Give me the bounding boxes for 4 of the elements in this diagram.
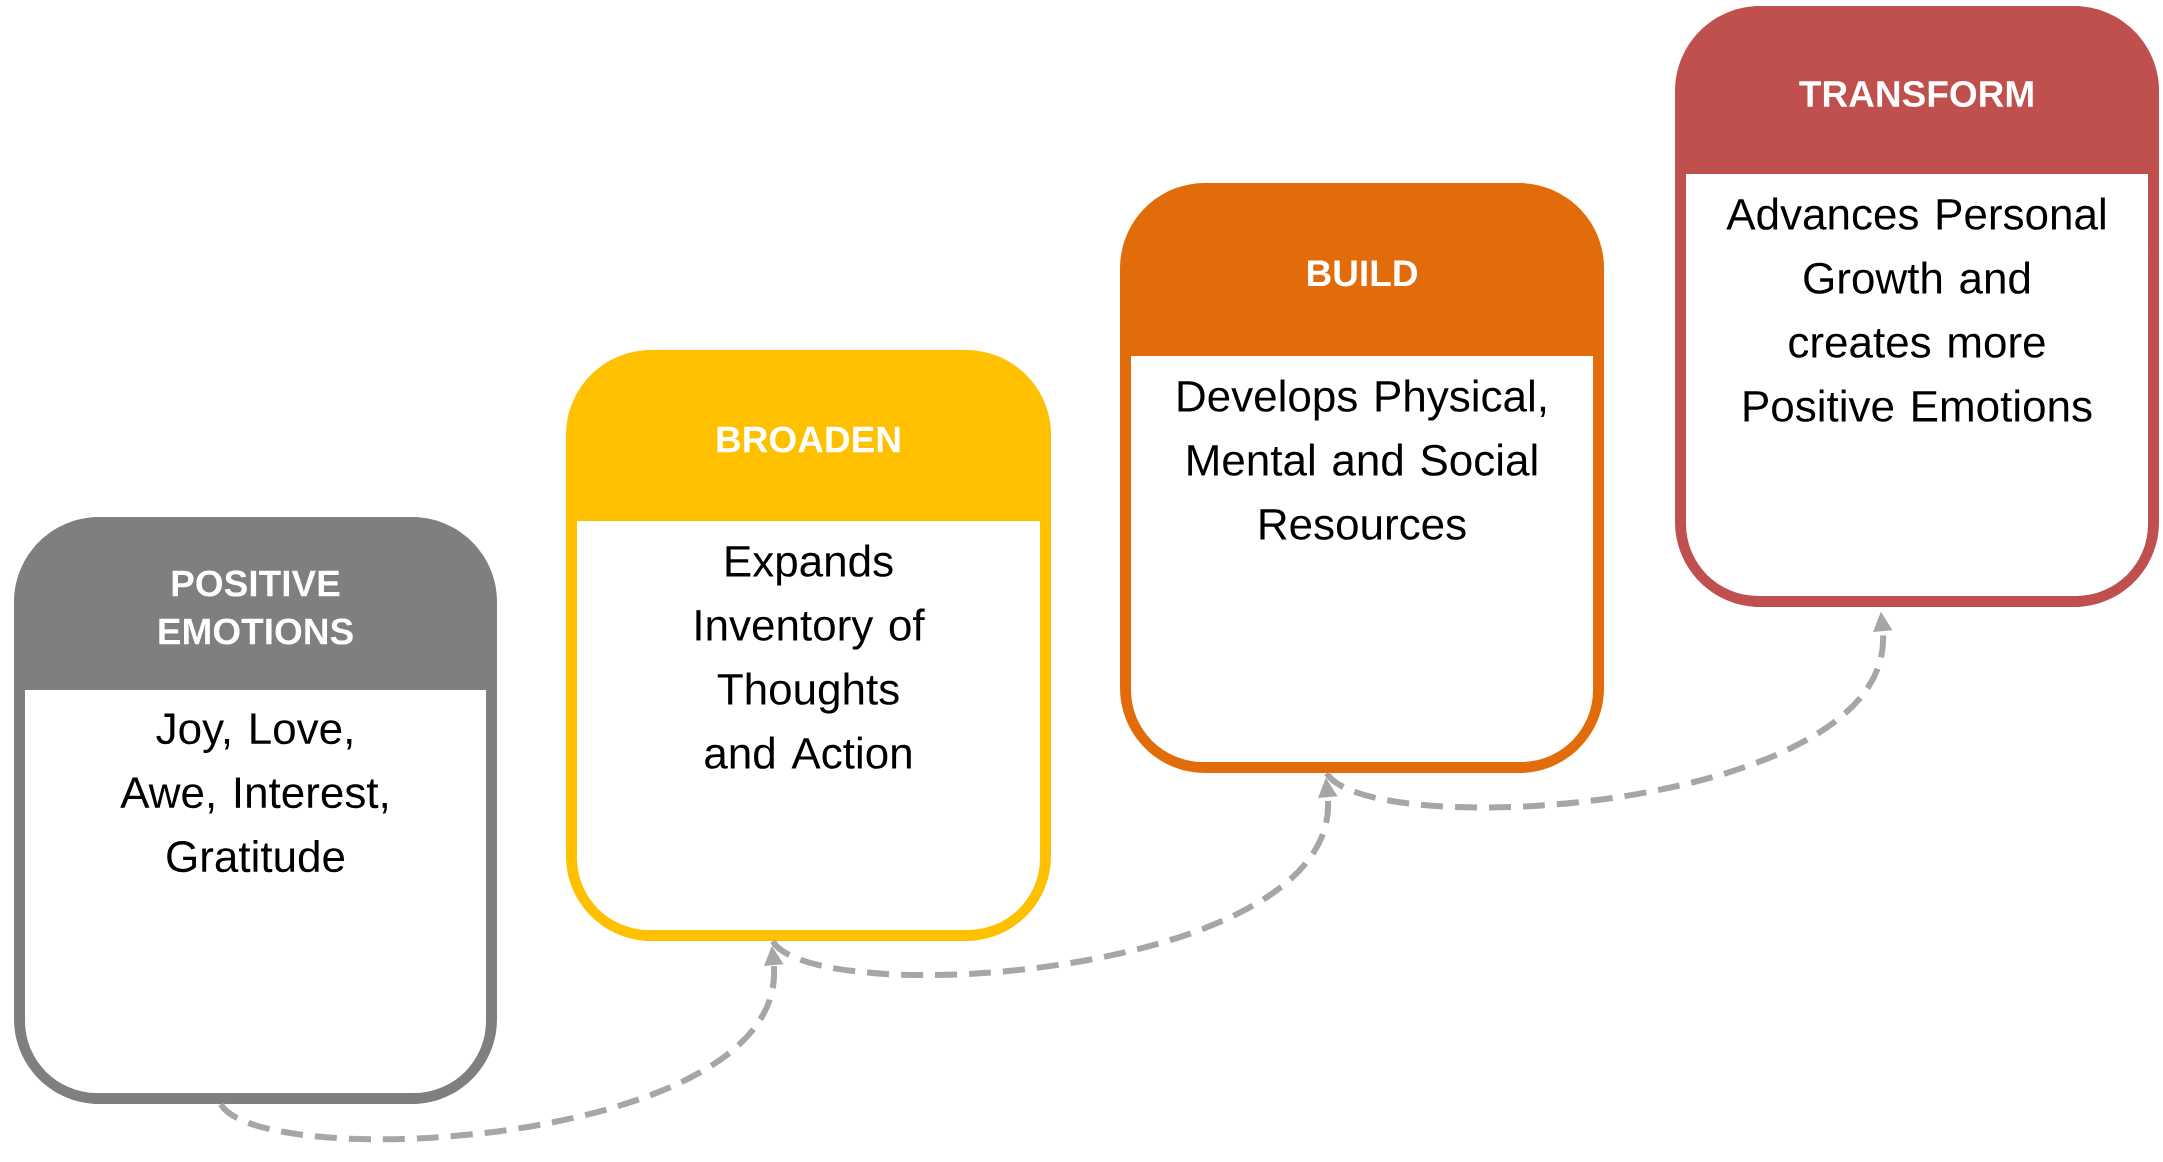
stage-card: POSITIVE EMOTIONS Joy, Love, Awe, Interest, Gratitude [14, 517, 497, 1104]
stage-card: BUILD Develops Physical, Mental and Social Resources [1120, 183, 1604, 773]
stage-card: BROADEN Expands Inventory of Thoughts and Action [566, 350, 1051, 941]
stage-card: TRANSFORM Advances Personal Growth and creates more Positive Emotions [1675, 6, 2160, 607]
